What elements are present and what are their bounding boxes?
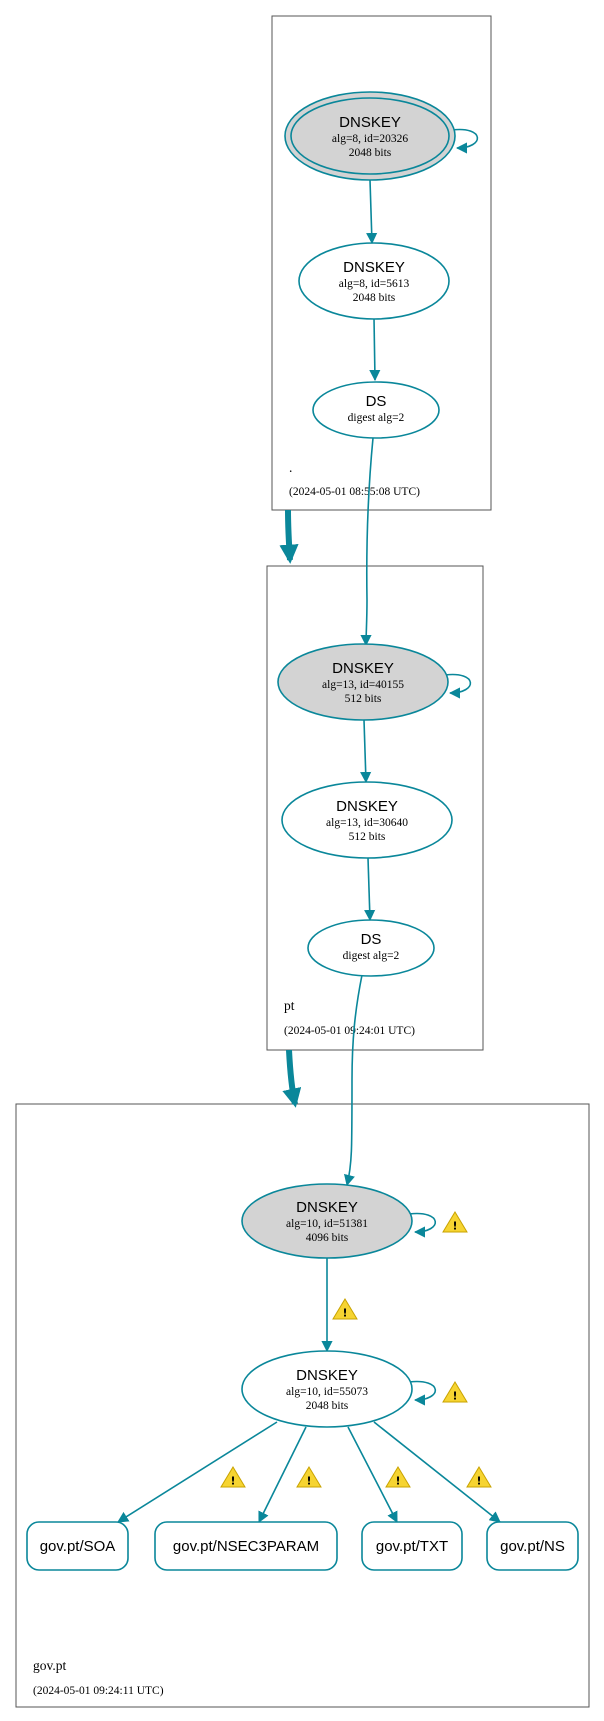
node-root-ksk[interactable]: DNSKEY alg=8, id=20326 2048 bits [284, 91, 456, 181]
edge-pt-ksk-to-zsk [360, 719, 372, 784]
edge-govpt-zsk-to-ns [373, 1421, 501, 1523]
node-govpt-ds-digest: digest alg=2 [343, 950, 400, 962]
svg-text:!: ! [306, 1475, 311, 1488]
node-pt-zsk-bits: 512 bits [349, 831, 386, 843]
node-root-ksk-shape [290, 97, 450, 175]
node-pt-ksk-alg: alg=13, id=40155 [322, 679, 404, 691]
delegation-arrow-pt-to-govpt [282, 1049, 302, 1108]
zone-pt-timestamp: (2024-05-01 09:24:01 UTC) [284, 1025, 415, 1037]
node-govpt-ds-shape [307, 919, 435, 977]
node-govpt-zsk-alg: alg=10, id=55073 [286, 1386, 368, 1398]
node-govpt-ksk[interactable]: DNSKEY alg=10, id=51381 4096 bits [241, 1183, 413, 1259]
edge-pt-ds-to-pt-ksk [360, 437, 374, 647]
svg-text:!: ! [452, 1390, 457, 1403]
edge-pt-ksk-self [444, 673, 472, 699]
zone-govpt-timestamp: (2024-05-01 09:24:11 UTC) [33, 1685, 164, 1697]
warning-icon[interactable]: ! [332, 1298, 358, 1320]
svg-text:!: ! [452, 1220, 457, 1233]
edge-govpt-zsk-to-nsec3param [258, 1426, 307, 1524]
node-govpt-ds[interactable]: DS digest alg=2 [307, 919, 435, 977]
rrset-txt-box [361, 1521, 463, 1571]
warning-icon[interactable]: ! [296, 1466, 322, 1488]
svg-text:!: ! [395, 1475, 400, 1488]
node-root-zsk-shape [298, 242, 450, 320]
zone-root-name: . [289, 460, 292, 475]
edge-govpt-zsk-self [408, 1380, 437, 1406]
edge-govpt-zsk-to-txt [347, 1426, 398, 1523]
zone-root-timestamp: (2024-05-01 08:55:08 UTC) [289, 486, 420, 498]
node-pt-zsk-type: DNSKEY [336, 798, 398, 815]
node-root-ksk-alg: alg=8, id=20326 [332, 133, 408, 145]
rrset-nsec3param-label: gov.pt/NSEC3PARAM [173, 1538, 319, 1555]
node-pt-ds-shape [312, 381, 440, 439]
rrset-soa-label: gov.pt/SOA [40, 1538, 116, 1555]
rrset-nsec3param-box [154, 1521, 338, 1571]
node-pt-zsk-shape [281, 781, 453, 859]
node-govpt-ksk-type: DNSKEY [296, 1199, 358, 1216]
node-govpt-zsk-type: DNSKEY [296, 1367, 358, 1384]
edge-root-ksk-to-zsk [366, 179, 378, 245]
node-pt-ksk-type: DNSKEY [332, 660, 394, 677]
edge-pt-zsk-to-govpt-ds [364, 857, 376, 922]
svg-text:!: ! [342, 1307, 347, 1320]
warning-icon[interactable]: ! [466, 1466, 492, 1488]
node-pt-ds[interactable]: DS digest alg=2 [312, 381, 440, 439]
rrset-soa-box [26, 1521, 129, 1571]
node-pt-zsk[interactable]: DNSKEY alg=13, id=30640 512 bits [281, 781, 453, 859]
rrset-txt-label: gov.pt/TXT [376, 1538, 448, 1555]
node-pt-ksk-shape [277, 643, 449, 721]
node-root-ksk-type: DNSKEY [339, 114, 401, 131]
node-govpt-zsk[interactable]: DNSKEY alg=10, id=55073 2048 bits [241, 1350, 413, 1428]
edge-govpt-zsk-to-soa [117, 1421, 278, 1523]
node-pt-ksk-bits: 512 bits [345, 693, 382, 705]
warning-icon[interactable]: ! [442, 1381, 468, 1403]
rrset-ns-label: gov.pt/NS [500, 1538, 565, 1555]
rrset-nsec3param[interactable]: gov.pt/NSEC3PARAM [154, 1521, 338, 1571]
rrset-txt[interactable]: gov.pt/TXT [361, 1521, 463, 1571]
zone-govpt-name: gov.pt [33, 1658, 66, 1673]
node-govpt-zsk-bits: 2048 bits [306, 1400, 349, 1412]
node-root-zsk-alg: alg=8, id=5613 [339, 278, 410, 290]
node-root-zsk[interactable]: DNSKEY alg=8, id=5613 2048 bits [298, 242, 450, 320]
node-govpt-ds-type: DS [361, 931, 382, 948]
node-root-ksk-bits: 2048 bits [349, 147, 392, 159]
node-govpt-ksk-bits: 4096 bits [306, 1232, 349, 1244]
node-govpt-zsk-shape [241, 1350, 413, 1428]
warning-icon[interactable]: ! [442, 1211, 468, 1233]
node-pt-zsk-alg: alg=13, id=30640 [326, 817, 408, 829]
node-pt-ksk[interactable]: DNSKEY alg=13, id=40155 512 bits [277, 643, 449, 721]
edge-govpt-ksk-self [408, 1212, 437, 1238]
svg-text:!: ! [230, 1475, 235, 1488]
zone-pt-name: pt [284, 998, 295, 1013]
delegation-arrow-root-to-pt [279, 509, 299, 564]
edge-govpt-ds-to-govpt-ksk [344, 974, 363, 1187]
node-govpt-ksk-shape [241, 1183, 413, 1259]
node-root-zsk-bits: 2048 bits [353, 292, 396, 304]
edge-root-zsk-to-pt-ds [369, 317, 381, 382]
rrset-ns[interactable]: gov.pt/NS [486, 1521, 579, 1571]
svg-text:!: ! [476, 1475, 481, 1488]
node-govpt-ksk-alg: alg=10, id=51381 [286, 1218, 368, 1230]
warning-icon[interactable]: ! [220, 1466, 246, 1488]
node-root-zsk-type: DNSKEY [343, 259, 405, 276]
node-pt-ds-type: DS [366, 393, 387, 410]
edge-root-ksk-self [451, 128, 479, 154]
rrset-soa[interactable]: gov.pt/SOA [26, 1521, 129, 1571]
rrset-ns-box [486, 1521, 579, 1571]
node-pt-ds-digest: digest alg=2 [348, 412, 405, 424]
warning-icon[interactable]: ! [385, 1466, 411, 1488]
